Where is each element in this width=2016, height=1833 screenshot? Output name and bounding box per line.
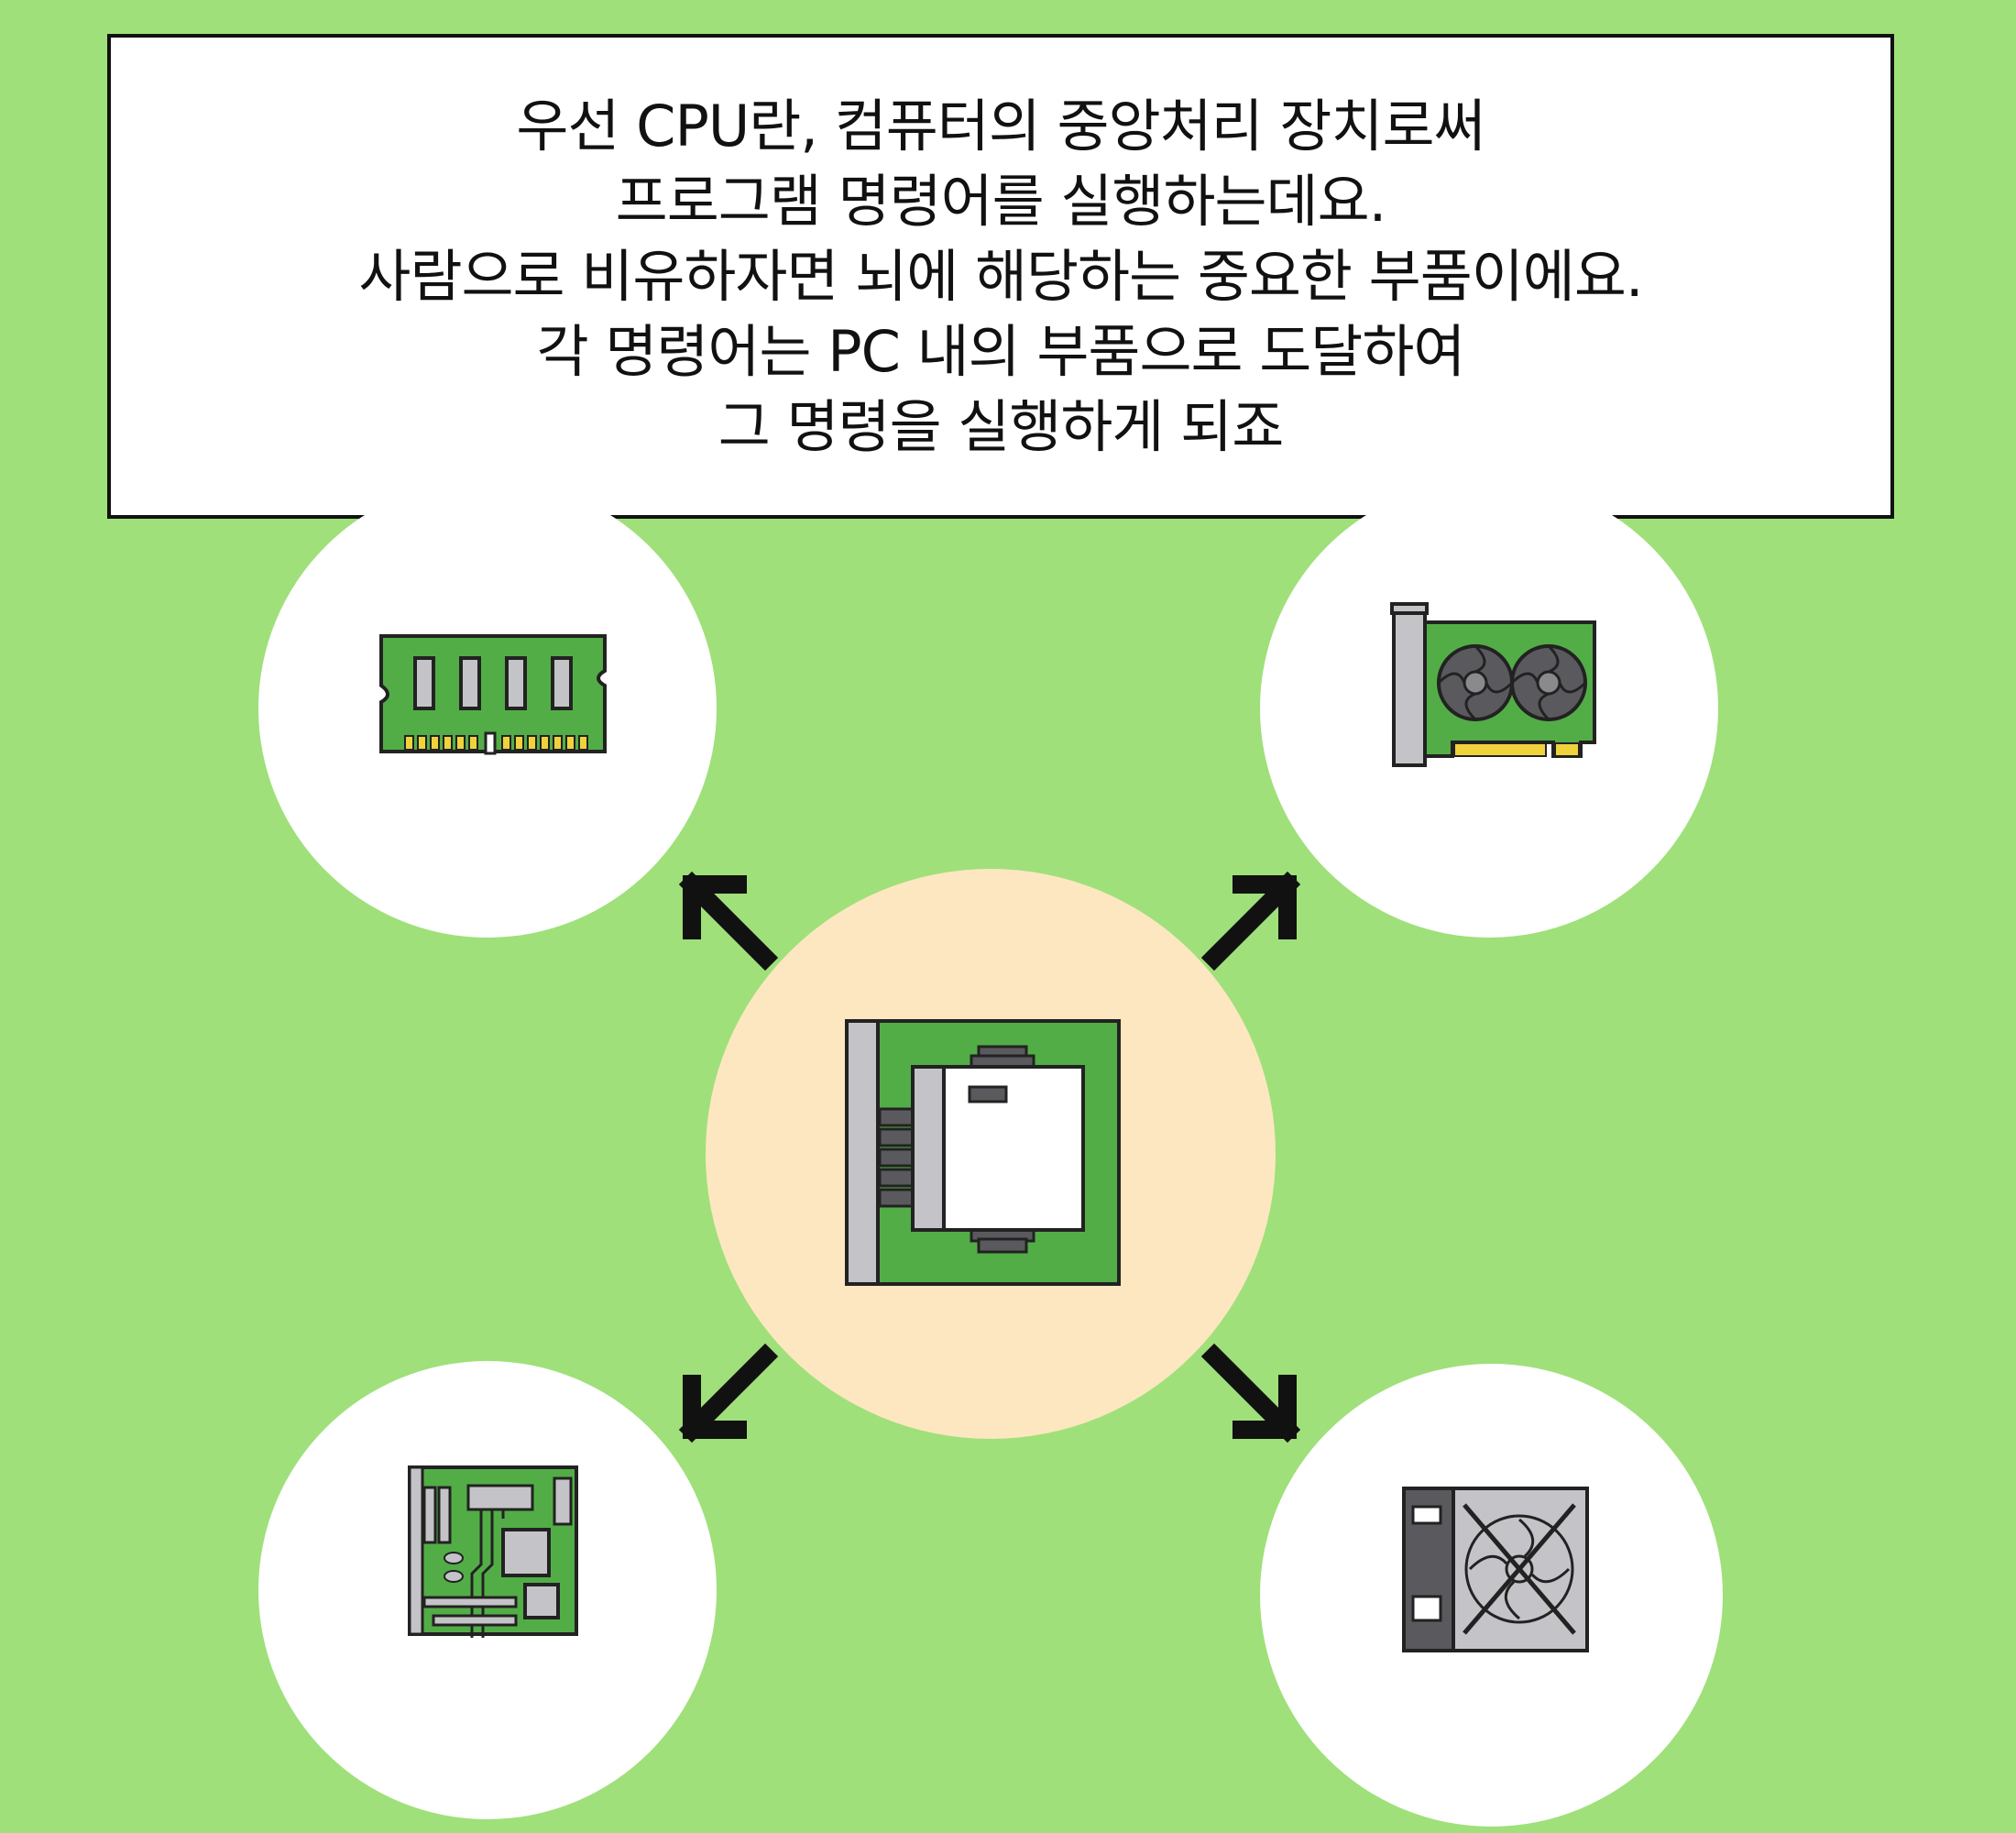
graphics-card-icon <box>1390 602 1596 767</box>
caption-line-4: 각 명령어는 PC 내의 부품으로 도달하여 <box>536 317 1466 385</box>
arrow-down-left <box>678 1343 779 1443</box>
motherboard-icon <box>408 1465 578 1638</box>
caption-box: 우선 CPU란, 컴퓨터의 중앙처리 장치로써 프로그램 명령어를 실행하는데요… <box>107 34 1894 519</box>
arrow-up-right <box>1200 871 1301 971</box>
arrow-down-right <box>1200 1343 1301 1443</box>
arrow-up-left <box>678 871 779 971</box>
power-supply-icon <box>1402 1487 1589 1652</box>
caption-line-5: 그 명령을 실행하게 되죠 <box>718 392 1285 460</box>
ram-icon <box>379 634 607 755</box>
caption-line-1: 우선 CPU란, 컴퓨터의 중앙처리 장치로써 <box>516 92 1485 159</box>
caption-line-2: 프로그램 명령어를 실행하는데요. <box>615 167 1387 235</box>
caption-line-3: 사람으로 비유하자면 뇌에 해당하는 중요한 부품이에요. <box>358 242 1643 310</box>
cpu-icon <box>845 1019 1121 1286</box>
